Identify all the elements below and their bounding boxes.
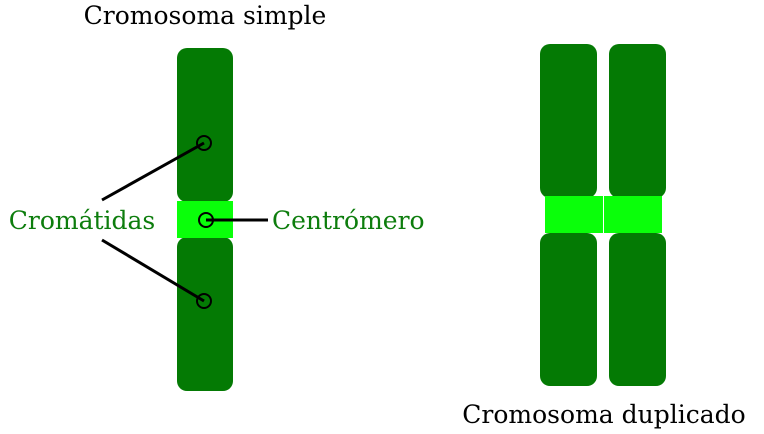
duplicated-chromosome — [540, 44, 666, 386]
single-chromosome-title: Cromosoma simple — [84, 1, 327, 30]
chromatid-marker-upper — [196, 135, 212, 151]
dup-right-lower-arm — [609, 233, 666, 386]
dup-right-upper-arm — [609, 44, 666, 198]
dup-left-lower-arm — [540, 233, 597, 386]
single-upper-arm — [177, 48, 233, 202]
chromatid-leader-lower — [101, 238, 205, 303]
chromatid-leader-upper — [101, 141, 205, 202]
dup-left-upper-arm — [540, 44, 597, 198]
dup-centromere-left — [545, 196, 603, 233]
chromatids-label: Cromátidas — [9, 206, 156, 235]
single-chromosome — [177, 48, 233, 391]
dup-centromere-right — [604, 196, 662, 233]
single-lower-arm — [177, 237, 233, 391]
centromere-label: Centrómero — [272, 206, 425, 235]
chromatid-marker-lower — [196, 293, 212, 309]
duplicated-chromosome-title: Cromosoma duplicado — [462, 400, 745, 429]
